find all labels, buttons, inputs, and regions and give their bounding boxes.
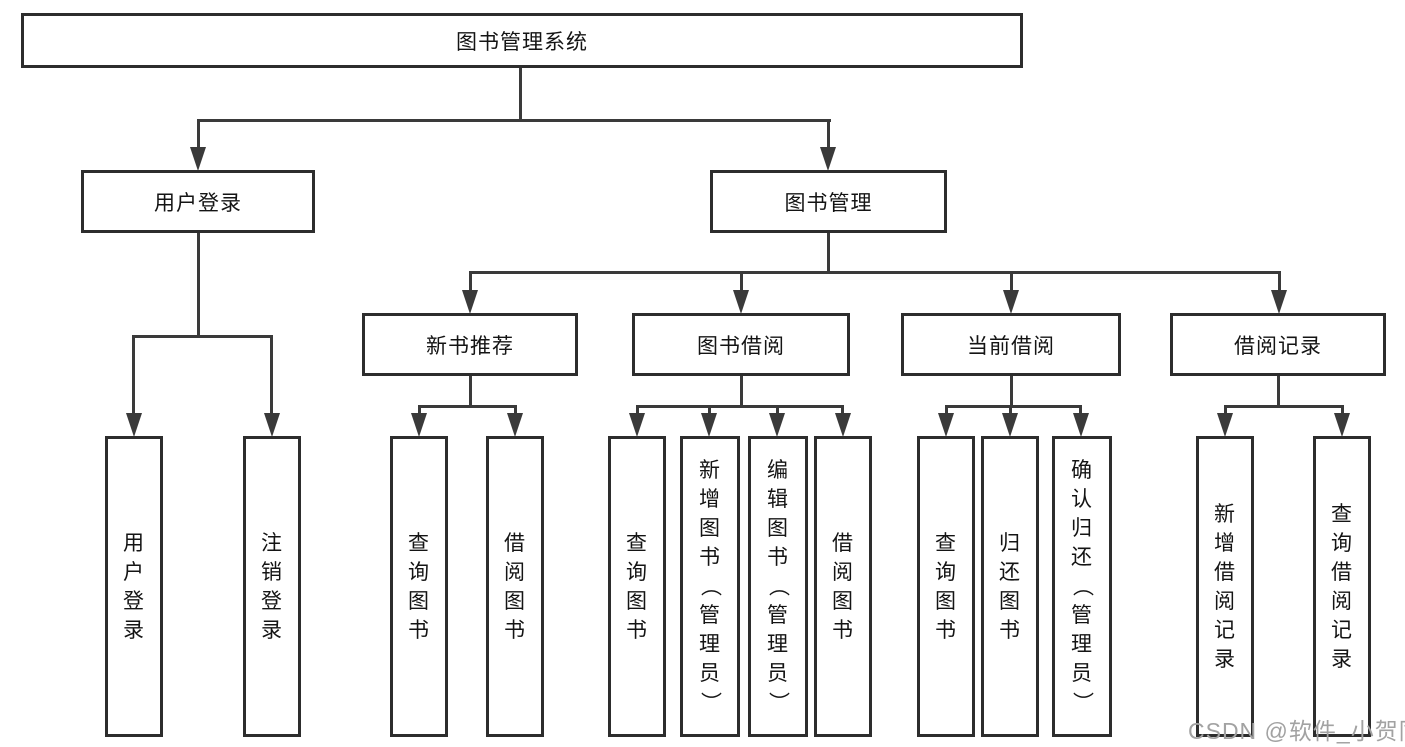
arrowhead-query3 [938,413,954,437]
leaf-add-books-admin-label: 新增图书（管理员） [698,459,722,714]
connector-to-records [1278,271,1281,293]
arrowhead-borrow1 [507,413,523,437]
leaf-confirm-return-admin: 确认归还（管理员） [1052,436,1112,737]
leaf-query-books-1-label: 查询图书 [408,531,430,642]
connector-to-return [1009,405,1012,417]
leaf-query-books-2-label: 查询图书 [626,531,648,642]
leaf-user-login: 用户登录 [105,436,163,737]
leaf-borrow-books-1: 借阅图书 [486,436,544,737]
leaf-query-books-3-label: 查询图书 [935,531,957,642]
leaf-query-borrow-record-label: 查询借阅记录 [1331,502,1353,671]
arrowhead-query2 [629,413,645,437]
node-user-login: 用户登录 [81,170,315,233]
arrowhead-book-mgmt [820,147,836,171]
node-new-book-recommend: 新书推荐 [362,313,578,376]
connector-records-stem [1277,376,1280,407]
connector-bookborrow-crossbar [636,405,844,408]
leaf-return-books: 归还图书 [981,436,1039,737]
new-book-recommend-label: 新书推荐 [426,334,514,358]
arrowhead-confirmreturn [1073,413,1089,437]
connector-to-query1 [418,405,421,417]
book-borrowing-label: 图书借阅 [697,334,785,358]
connector-to-borrow2 [841,405,844,417]
arrowhead-addrecord [1217,413,1233,437]
arrowhead-editbook [769,413,785,437]
leaf-edit-books-admin-label: 编辑图书（管理员） [766,459,790,714]
leaf-query-books-2: 查询图书 [608,436,666,737]
node-current-borrowing: 当前借阅 [901,313,1121,376]
leaf-return-books-label: 归还图书 [999,531,1021,642]
connector-to-confirmreturn [1079,405,1082,417]
node-book-borrowing: 图书借阅 [632,313,850,376]
leaf-add-borrow-record: 新增借阅记录 [1196,436,1254,737]
connector-to-editbook [776,405,779,417]
arrowhead-addbook [701,413,717,437]
arrowhead-queryrecord [1334,413,1350,437]
node-library-system-root: 图书管理系统 [21,13,1023,68]
leaf-add-books-admin: 新增图书（管理员） [680,436,740,737]
connector-userlogin-stem [197,233,200,338]
root-node-label: 图书管理系统 [456,30,588,54]
connector-newbook-stem [469,376,472,407]
leaf-borrow-books-1-label: 借阅图书 [504,531,526,642]
arrowhead-bookborrow [733,290,749,314]
csdn-watermark: CSDN @软件_小贺同学 [1188,718,1405,744]
connector-root-crossbar [197,119,831,122]
connector-records-crossbar [1224,405,1343,408]
connector-to-borrow1 [514,405,517,417]
arrowhead-leaf-logout [264,413,280,437]
leaf-query-books-3: 查询图书 [917,436,975,737]
leaf-borrow-books-2-label: 借阅图书 [832,531,854,642]
connector-currentborrow-stem [1010,376,1013,407]
arrowhead-newbook [462,290,478,314]
connector-root-stem [519,68,522,122]
user-login-label: 用户登录 [154,191,242,215]
arrowhead-user-login [190,147,206,171]
connector-to-query3 [945,405,948,417]
connector-to-currentborrow [1010,271,1013,293]
arrowhead-query1 [411,413,427,437]
connector-currentborrow-crossbar [945,405,1082,408]
connector-to-book-mgmt [827,119,830,152]
book-management-label: 图书管理 [784,191,873,215]
connector-to-query2 [636,405,639,417]
connector-to-leaf-logout [270,335,273,415]
arrowhead-borrow2 [835,413,851,437]
connector-to-addrecord [1224,405,1227,417]
connector-bookmgmt-stem [827,233,830,274]
leaf-logout: 注销登录 [243,436,301,737]
leaf-add-borrow-record-label: 新增借阅记录 [1214,502,1236,671]
leaf-borrow-books-2: 借阅图书 [814,436,872,737]
leaf-user-login-label: 用户登录 [123,531,145,642]
leaf-query-books-1: 查询图书 [390,436,448,737]
connector-to-addbook [708,405,711,417]
connector-newbook-crossbar [418,405,517,408]
connector-to-leaf-login [132,335,135,415]
connector-to-queryrecord [1341,405,1344,417]
leaf-logout-label: 注销登录 [261,531,283,642]
connector-to-bookborrow [740,271,743,293]
arrowhead-leaf-login [126,413,142,437]
arrowhead-currentborrow [1003,290,1019,314]
arrowhead-records [1271,290,1287,314]
connector-to-newbook [469,271,472,293]
borrowing-records-label: 借阅记录 [1234,334,1322,358]
leaf-edit-books-admin: 编辑图书（管理员） [748,436,808,737]
leaf-confirm-return-admin-label: 确认归还（管理员） [1070,459,1094,714]
leaf-query-borrow-record: 查询借阅记录 [1313,436,1371,737]
connector-bookmgmt-crossbar [469,271,1281,274]
connector-bookborrow-stem [740,376,743,407]
current-borrowing-label: 当前借阅 [967,334,1055,358]
node-book-management: 图书管理 [710,170,947,233]
connector-to-user-login [197,119,200,152]
arrowhead-return [1002,413,1018,437]
connector-userlogin-crossbar [132,335,273,338]
node-borrowing-records: 借阅记录 [1170,313,1386,376]
